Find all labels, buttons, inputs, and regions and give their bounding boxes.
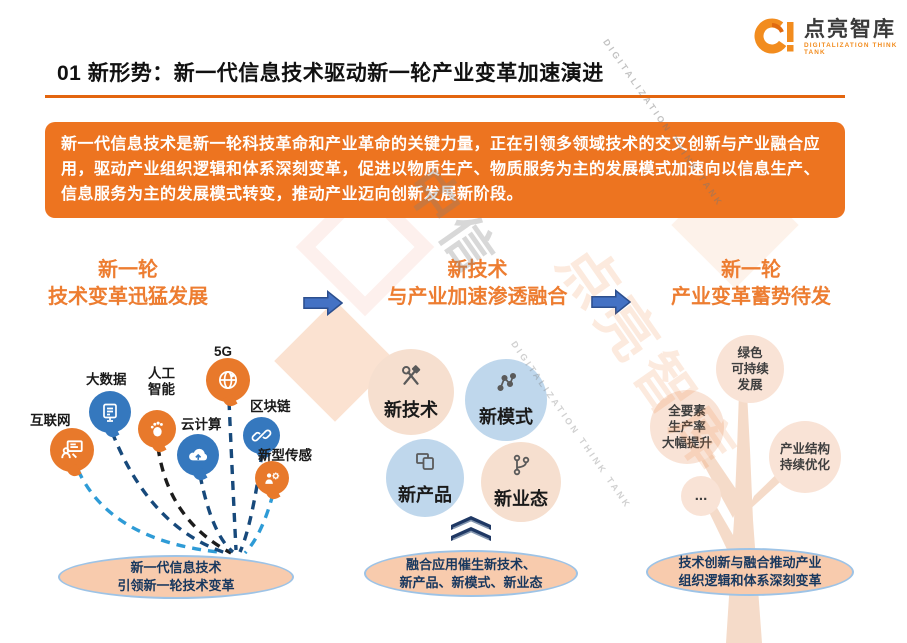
bubble-label-5g: 5G [214,344,233,359]
bubble-label-ai: 人工 智能 [148,366,175,398]
stage1-heading-line2: 技术变革迅猛发展 [48,286,208,308]
circle-new-technology: 新技术 [368,349,454,435]
cloud-icon [177,434,219,476]
stage3-callout: 技术创新与融合推动产业 组织逻辑和体系深刻变革 [646,548,854,596]
stage2-callout: 融合应用催生新技术、 新产品、新模式、新业态 [364,550,578,597]
stage1-heading-line1: 新一轮 [98,259,158,281]
stage3-heading: 新一轮 产业变革蓄势待发 [643,257,859,311]
circle-label: 新业态 [494,489,548,509]
sensor-icon [255,461,289,495]
fruit-green-development: 绿色 可持续 发展 [716,335,784,403]
chevron-up-icon [449,514,493,549]
fruit-line: ... [694,487,708,505]
fruit-total-factor-productivity: 全要素 生产率 大幅提升 [650,390,724,464]
logo-mark-icon [752,12,798,63]
stage3-heading-line1: 新一轮 [721,259,781,281]
callout-line: 技术创新与融合推动产业 [678,555,822,571]
title-underline [45,95,845,98]
stage2-heading: 新技术 与产业加速渗透融合 [365,257,590,311]
stage3-heading-line2: 产业变革蓄势待发 [671,286,831,308]
stage1-heading: 新一轮 技术变革迅猛发展 [28,257,228,311]
fruit-line: 全要素 [668,403,706,418]
callout-line: 新产品、新模式、新业态 [399,574,543,590]
circle-label: 新技术 [384,400,438,420]
bubble-label-sensor: 新型传感 [258,448,312,463]
bubble-label-blockchain: 区块链 [250,399,291,414]
circle-new-product: 新产品 [386,439,464,517]
circle-label: 新模式 [479,407,533,427]
bubble-label-internet: 互联网 [30,413,71,428]
bubble-label-cloud: 云计算 [181,417,222,432]
fruit-ellipsis: ... [681,476,721,516]
branch-icon [509,453,533,482]
callout-line: 引领新一轮技术变革 [117,578,235,593]
arrow-right-icon [591,288,632,320]
globe-5g-icon [206,358,250,402]
logo: 点亮智库 DIGITALIZATION THINK TANK [752,12,907,63]
tools-icon [397,362,425,393]
page-title: 01 新形势：新一代信息技术驱动新一轮产业变革加速演进 [57,62,604,85]
bubble-label-bigdata: 大数据 [86,372,127,387]
network-icon [493,371,519,400]
devices-icon [412,449,438,478]
fruit-line: 绿色 [737,345,763,360]
logo-name: 点亮智库 [804,18,896,42]
big-data-icon [89,391,131,433]
callout-line: 组织逻辑和体系深刻变革 [678,573,822,588]
fruit-industrial-structure: 产业结构 持续优化 [769,421,841,493]
fruit-line: 大幅提升 [661,436,712,451]
blockchain-icon [243,417,280,454]
arrow-right-icon [303,289,344,321]
internet-icon [50,428,94,472]
circle-new-model: 新模式 [465,359,547,441]
fruit-line: 产业结构 [779,441,830,456]
stage2-heading-line1: 新技术 [447,259,508,281]
circle-new-business: 新业态 [481,442,561,522]
ai-icon [138,410,176,448]
fruit-line: 可持续 [731,361,769,376]
fruit-line: 生产率 [668,419,706,434]
circle-label: 新产品 [398,485,452,505]
fruit-line: 持续优化 [779,458,830,472]
callout-line: 新一代信息技术 [130,560,222,576]
callout-line: 融合应用催生新技术、 [405,556,536,572]
logo-tagline: DIGITALIZATION THINK TANK [804,42,898,56]
stage1-callout: 新一代信息技术 引领新一轮技术变革 [58,555,294,599]
intro-box: 新一代信息技术是新一轮科技革命和产业革命的关键力量，正在引领多领域技术的交叉创新… [45,122,845,219]
fruit-line: 发展 [737,378,763,393]
stage2-heading-line2: 与产业加速渗透融合 [387,286,568,308]
